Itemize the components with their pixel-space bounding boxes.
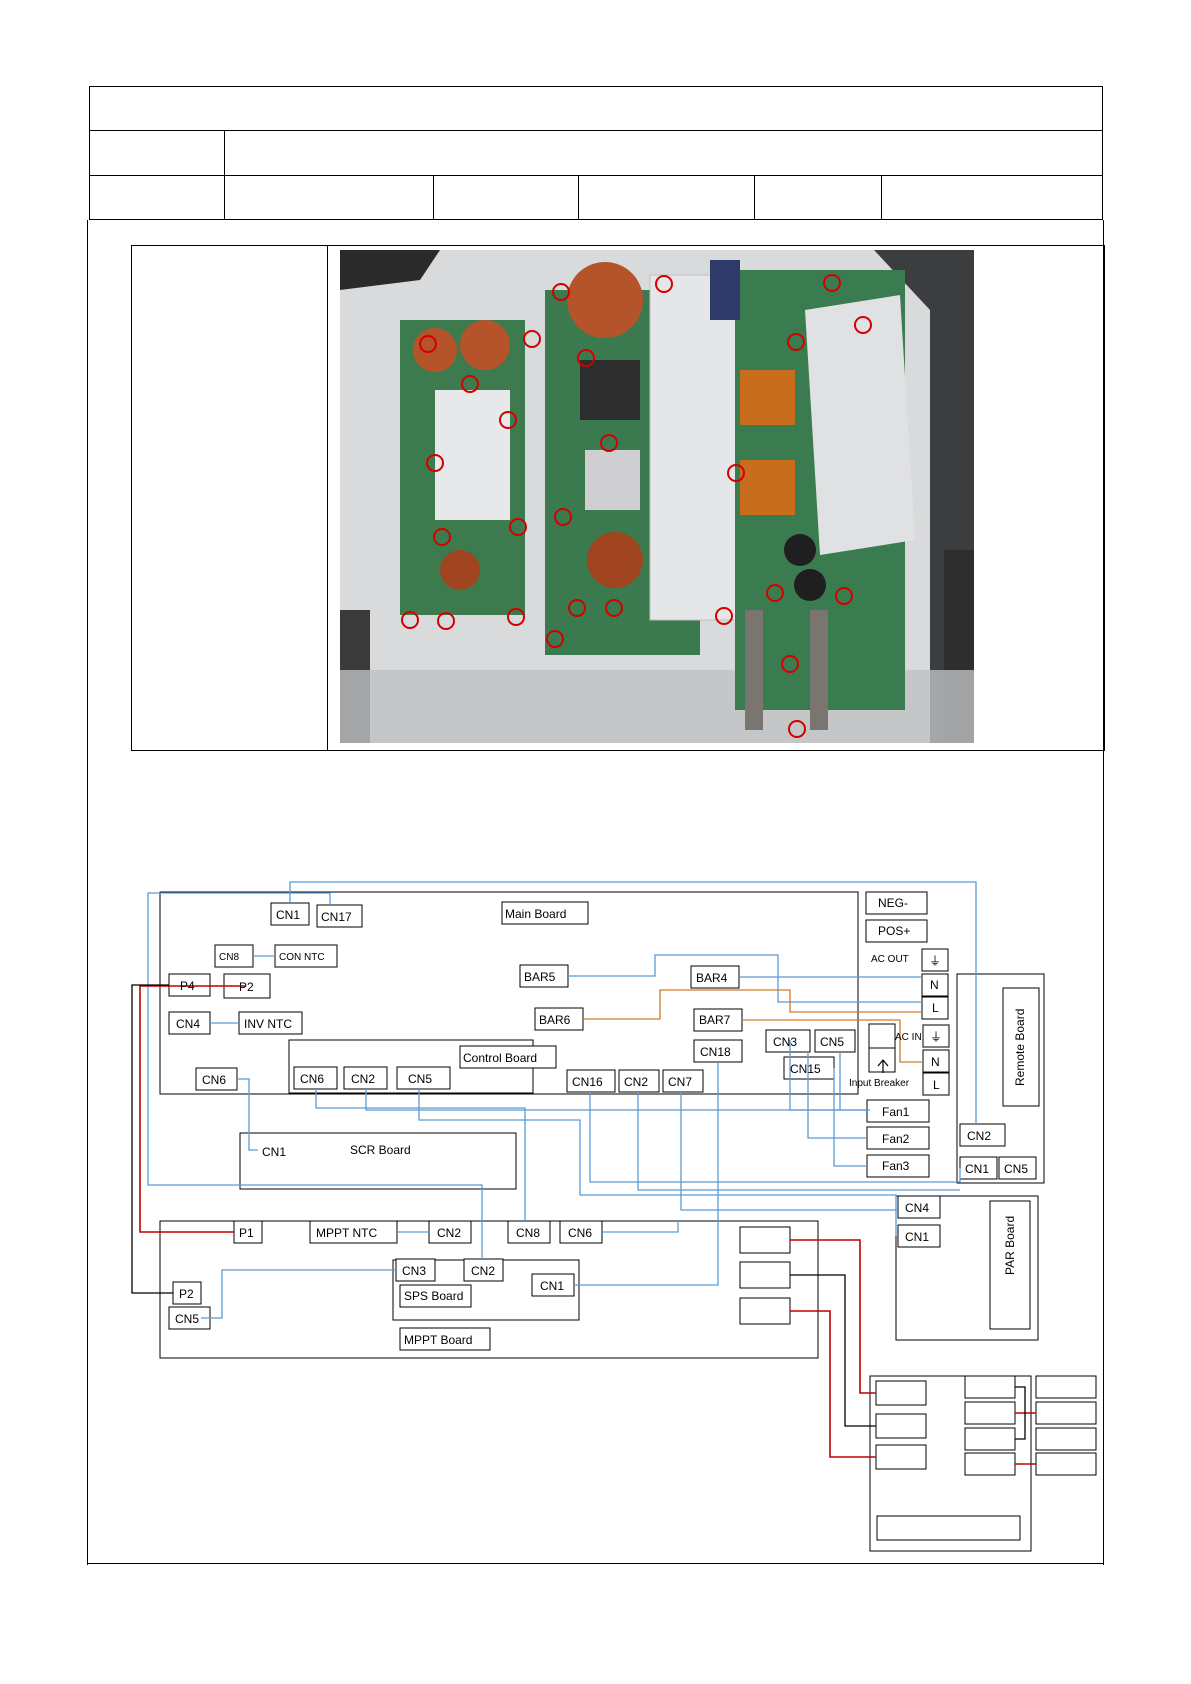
scr-board-label: SCR Board [350, 1143, 411, 1157]
neg-label: NEG- [878, 896, 908, 910]
ac-in-label: AC IN [895, 1032, 922, 1043]
ac-out-n-label: N [930, 978, 939, 992]
header-row-divider-1 [89, 130, 1103, 131]
remote-board-label: Remote Board [1013, 1009, 1027, 1086]
remote-board-outline [956, 973, 1045, 1184]
photo-table [131, 245, 1105, 751]
ac-out-label: AC OUT [871, 954, 909, 965]
cn1-sps: CN1 [540, 1279, 564, 1293]
cn16: CN16 [572, 1075, 603, 1089]
cn18: CN18 [700, 1045, 731, 1059]
cn1-remote: CN1 [965, 1162, 989, 1176]
fan3: Fan3 [882, 1159, 910, 1173]
cn5-main: CN5 [820, 1035, 844, 1049]
cn5-remote: CN5 [1004, 1162, 1028, 1176]
fan1: Fan1 [882, 1105, 910, 1119]
inv-ntc: INV NTC [244, 1017, 292, 1031]
cn17: CN17 [321, 910, 352, 924]
main-board-outline [159, 891, 859, 1095]
p1: P1 [239, 1226, 254, 1240]
header-cell-divider [433, 175, 434, 220]
page-body-bottom-border [87, 1563, 1104, 1564]
mppt-board-outline [159, 1220, 819, 1359]
header-table [89, 86, 1103, 220]
cn8-mppt: CN8 [516, 1226, 540, 1240]
mppt-board-label: MPPT Board [404, 1333, 472, 1347]
sps-board-label: SPS Board [404, 1289, 463, 1303]
cn5-ctrl: CN5 [408, 1072, 432, 1086]
cn2-mppt: CN2 [437, 1226, 461, 1240]
ac-out-l-label: L [932, 1001, 939, 1015]
mppt-ntc: MPPT NTC [316, 1226, 377, 1240]
bar5: BAR5 [524, 970, 556, 984]
ac-in-l-label: L [933, 1078, 940, 1092]
cn8-main: CN8 [219, 952, 239, 963]
cn6-mppt: CN6 [568, 1226, 592, 1240]
bar6: BAR6 [539, 1013, 571, 1027]
bar7: BAR7 [699, 1013, 731, 1027]
p2-mppt: P2 [179, 1287, 194, 1301]
bar4: BAR4 [696, 971, 728, 985]
p4: P4 [180, 979, 195, 993]
pos-label: POS+ [878, 924, 910, 938]
cn3-main: CN3 [773, 1035, 797, 1049]
pcb-photo [340, 250, 974, 743]
cn1-scr: CN1 [262, 1145, 286, 1159]
ac-in-n-label: N [931, 1055, 940, 1069]
ground-symbol-ac-out: ⏚ [929, 954, 941, 968]
con-ntc: CON NTC [279, 952, 325, 963]
page-body-left-border [87, 220, 88, 1565]
header-row-divider-2 [89, 175, 1103, 176]
header-cell-divider [754, 175, 755, 220]
photo-table-divider [327, 246, 328, 750]
control-board-label: Control Board [463, 1051, 537, 1065]
cn2-main: CN2 [624, 1075, 648, 1089]
remote-board-inner [1002, 987, 1040, 1107]
main-board-label: Main Board [505, 907, 566, 921]
cn2-ctrl: CN2 [351, 1072, 375, 1086]
scr-board-outline [239, 1132, 517, 1190]
par-board-outline [895, 1195, 1039, 1341]
terminal-board-label-box [876, 1515, 1021, 1541]
cn2-remote: CN2 [967, 1129, 991, 1143]
header-cell-divider [881, 175, 882, 220]
cn4-par: CN4 [905, 1201, 929, 1215]
cn5-mppt: CN5 [175, 1312, 199, 1326]
par-board-label: PAR Board [1003, 1216, 1017, 1275]
page-body-right-border [1103, 220, 1104, 1565]
p2-main: P2 [239, 980, 254, 994]
fan2: Fan2 [882, 1132, 910, 1146]
cn6-main: CN6 [202, 1073, 226, 1087]
input-breaker-label: Input Breaker [849, 1078, 910, 1089]
cn7: CN7 [668, 1075, 692, 1089]
wiring-diagram: Main Board Control Board SCR Board MPPT … [131, 881, 1097, 1552]
cn1-par: CN1 [905, 1230, 929, 1244]
cn2-sps: CN2 [471, 1264, 495, 1278]
ground-symbol-ac-in: ⏚ [930, 1030, 942, 1044]
header-cell-divider [224, 130, 225, 220]
cn3-sps: CN3 [402, 1264, 426, 1278]
cn4-main: CN4 [176, 1017, 200, 1031]
cn6-ctrl: CN6 [300, 1072, 324, 1086]
header-cell-divider [578, 175, 579, 220]
cn15: CN15 [790, 1062, 821, 1076]
cn1-main: CN1 [276, 908, 300, 922]
